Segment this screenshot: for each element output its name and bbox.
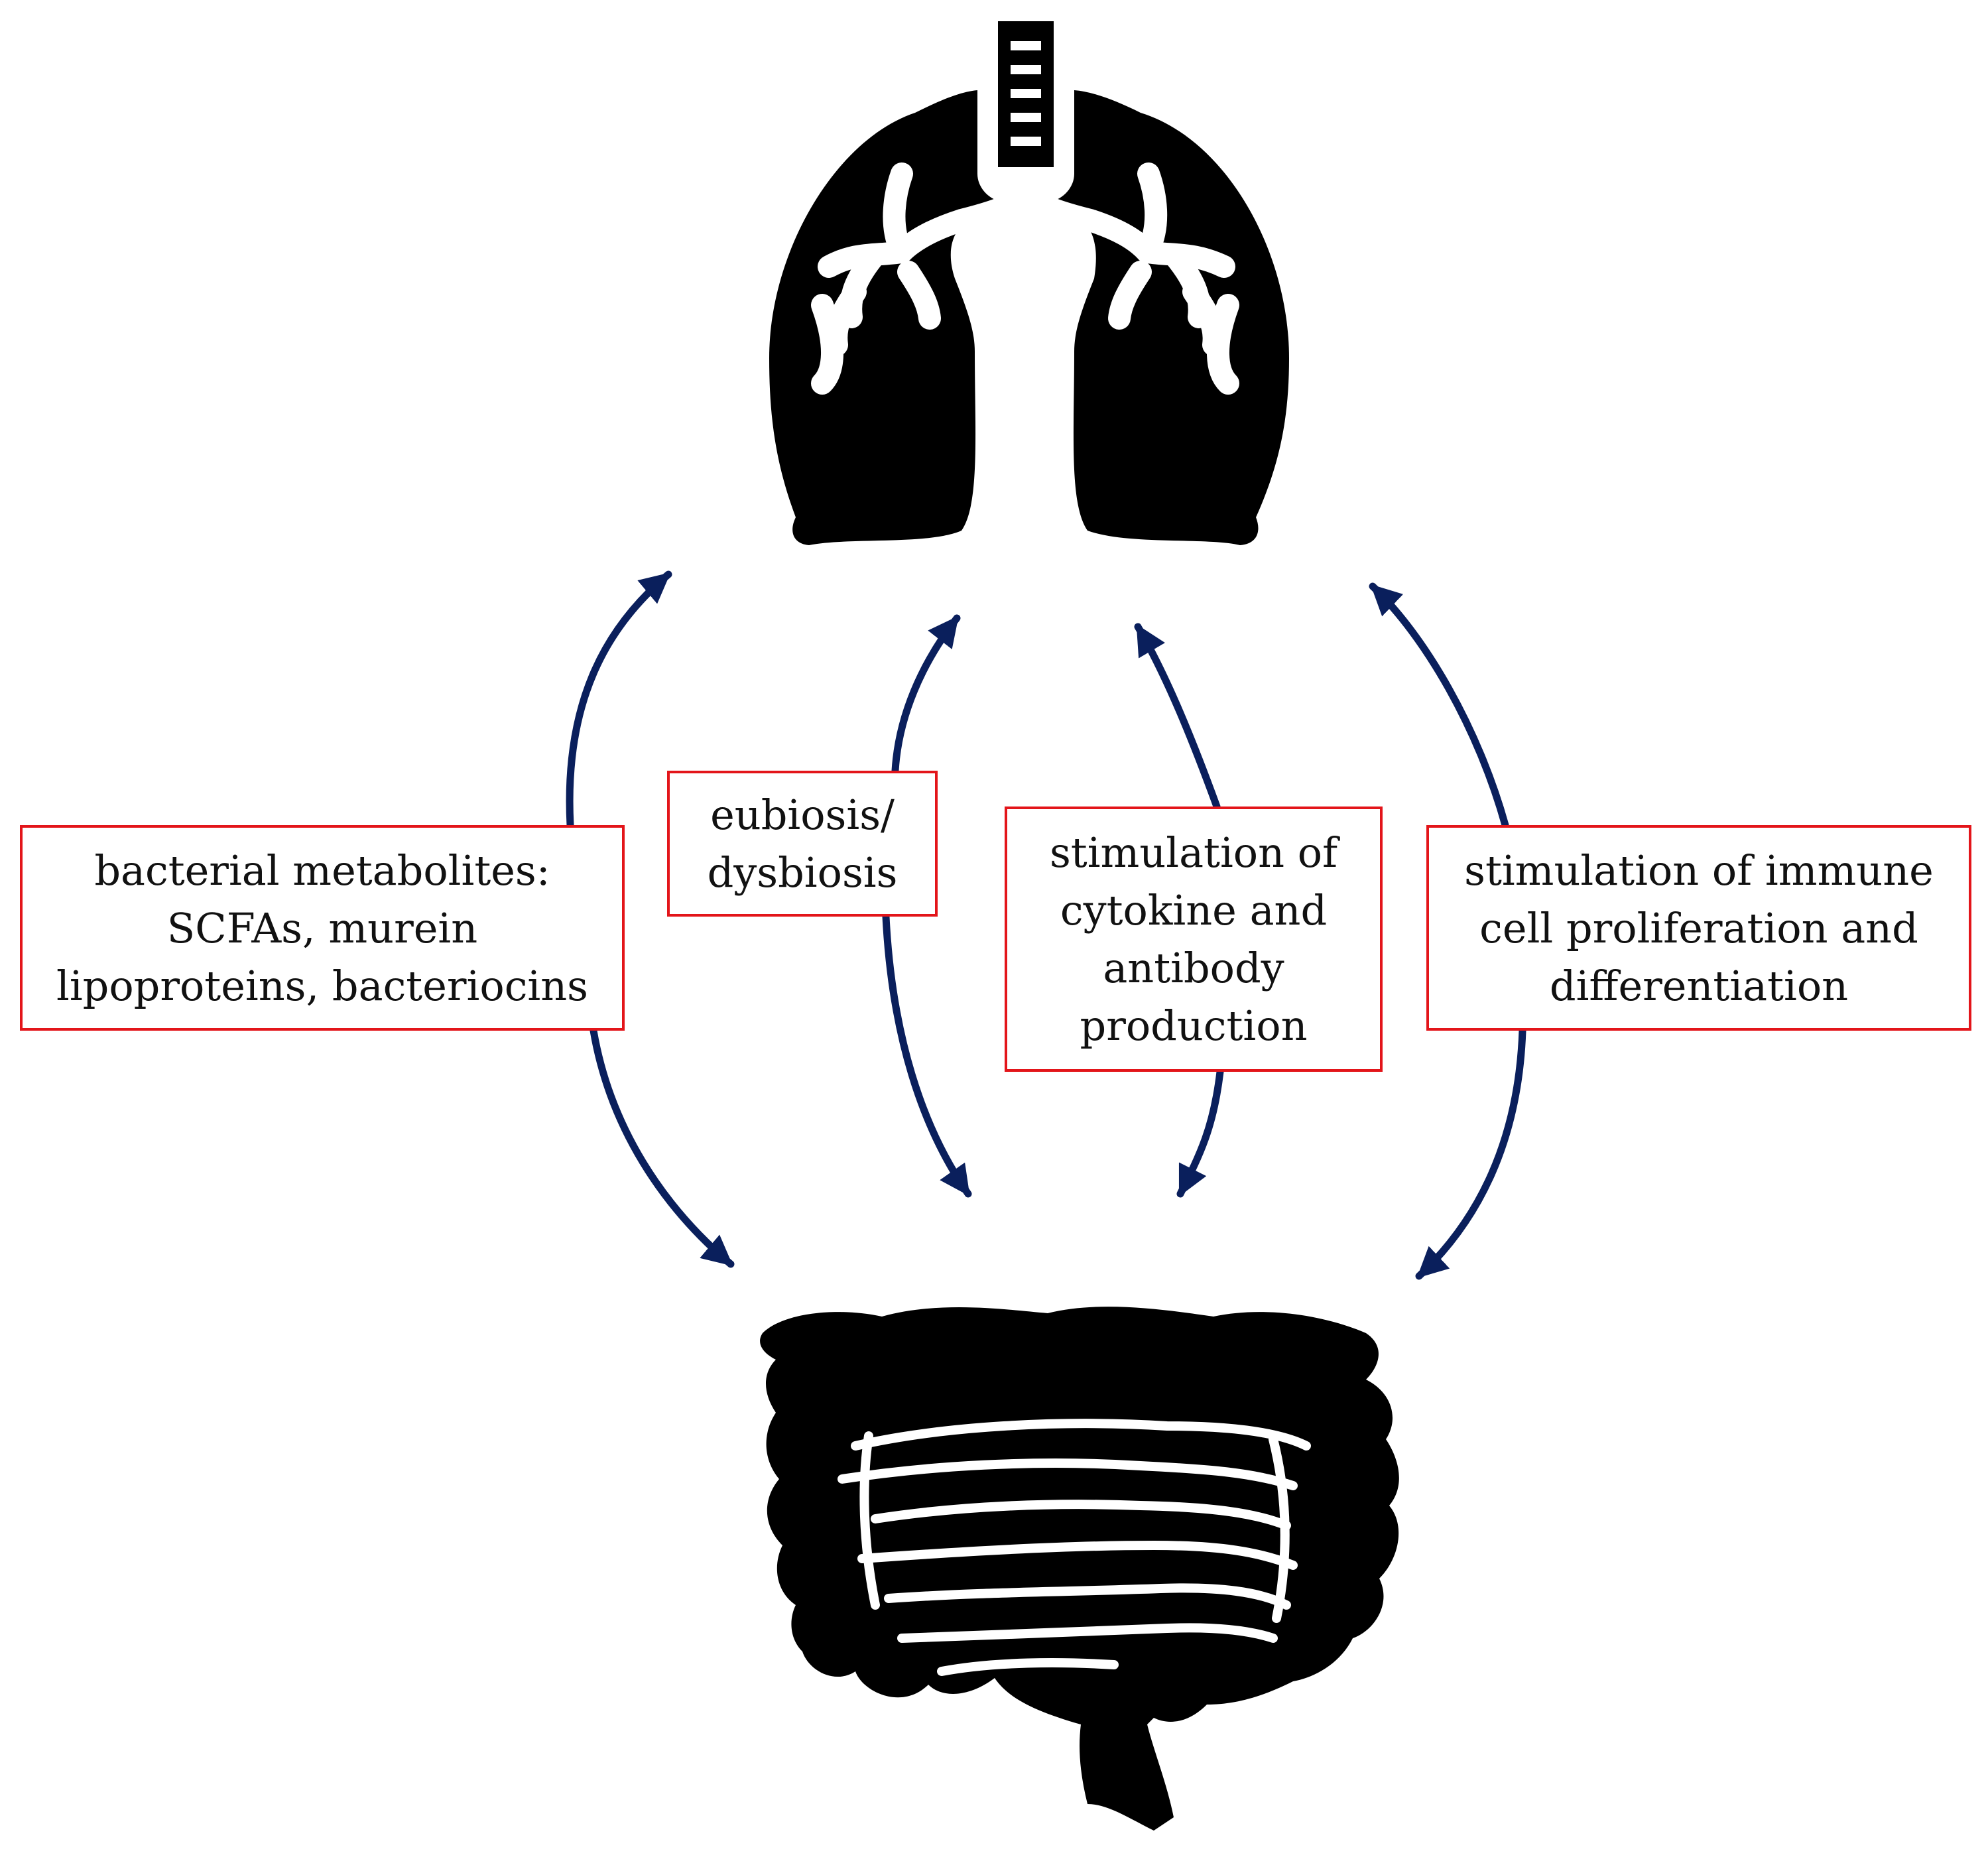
left-lung <box>769 90 1001 545</box>
arrow-metabolites <box>566 574 731 1264</box>
arrow-cytokine <box>1138 627 1224 1194</box>
label-eubiosis-dysbiosis: eubiosis/ dysbiosis <box>667 771 938 917</box>
label-line: cytokine and <box>1060 886 1328 935</box>
label-line: stimulation of <box>1049 828 1338 877</box>
label-line: cell proliferation and <box>1479 903 1918 952</box>
intestine-loops <box>838 1419 1311 1676</box>
label-line: antibody <box>1103 944 1284 992</box>
label-immune-cell-proliferation: stimulation of immune cell proliferation… <box>1426 825 1971 1031</box>
intestine-icon <box>760 1307 1399 1831</box>
trachea <box>998 21 1054 167</box>
label-line: bacterial metabolites: <box>94 846 550 895</box>
large-intestine <box>760 1307 1399 1831</box>
label-line: lipoproteins, bacteriocins <box>56 961 588 1010</box>
arrow-eubiosis <box>882 618 968 1194</box>
label-line: eubiosis/ <box>710 791 895 839</box>
arrows <box>566 574 1526 1276</box>
right-lung <box>1050 90 1289 545</box>
label-bacterial-metabolites: bacterial metabolites: SCFAs, murein lip… <box>20 825 625 1031</box>
label-line: production <box>1080 1001 1308 1050</box>
label-line: dysbiosis <box>707 848 898 897</box>
label-line: stimulation of immune <box>1464 846 1934 895</box>
label-line: SCFAs, murein <box>166 903 478 952</box>
bronchi <box>811 162 1239 395</box>
lungs-icon <box>769 21 1289 545</box>
arrow-immune <box>1373 586 1526 1276</box>
label-line: differentiation <box>1549 961 1849 1010</box>
label-cytokine-antibody-production: stimulation of cytokine and antibody pro… <box>1005 807 1383 1072</box>
